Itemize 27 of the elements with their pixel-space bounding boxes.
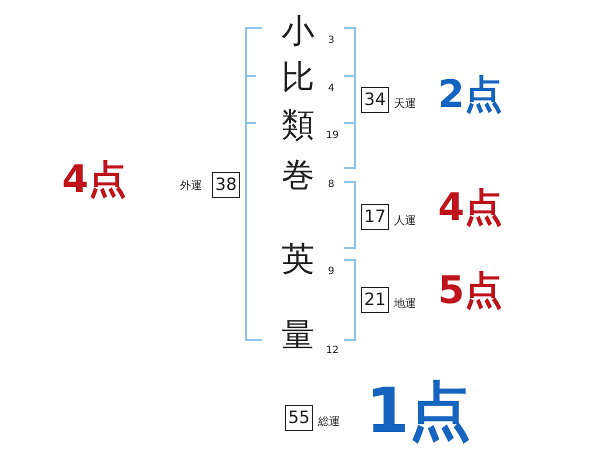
stroke-count: 4 [328, 84, 334, 94]
stroke-total-box: 17 [361, 204, 389, 230]
stroke-count: 3 [328, 36, 334, 46]
name-character: 量 [280, 318, 316, 351]
score-text: 1点 [366, 380, 472, 442]
fortune-label: 地運 [394, 298, 416, 309]
name-character: 比 [280, 60, 316, 93]
fortune-label: 外運 [180, 180, 202, 191]
stroke-total-box: 38 [212, 172, 240, 198]
score-text: 4点 [62, 160, 126, 198]
fortune-label: 天運 [394, 98, 416, 109]
score-text: 4点 [438, 188, 502, 226]
stroke-total-box: 34 [361, 87, 389, 113]
fortune-label: 総運 [318, 416, 340, 427]
score-text: 5点 [438, 271, 502, 309]
stroke-total-box: 55 [285, 405, 313, 431]
fortune-label: 人運 [394, 215, 416, 226]
name-character: 類 [280, 108, 316, 141]
stroke-count: 9 [328, 267, 334, 277]
stroke-count: 12 [326, 346, 339, 356]
name-character: 小 [280, 14, 316, 47]
stroke-total-box: 21 [361, 287, 389, 313]
stroke-count: 8 [328, 180, 334, 190]
stroke-count: 19 [326, 131, 339, 141]
name-character: 英 [280, 242, 316, 275]
score-text: 2点 [438, 75, 502, 113]
name-character: 巻 [280, 158, 316, 191]
